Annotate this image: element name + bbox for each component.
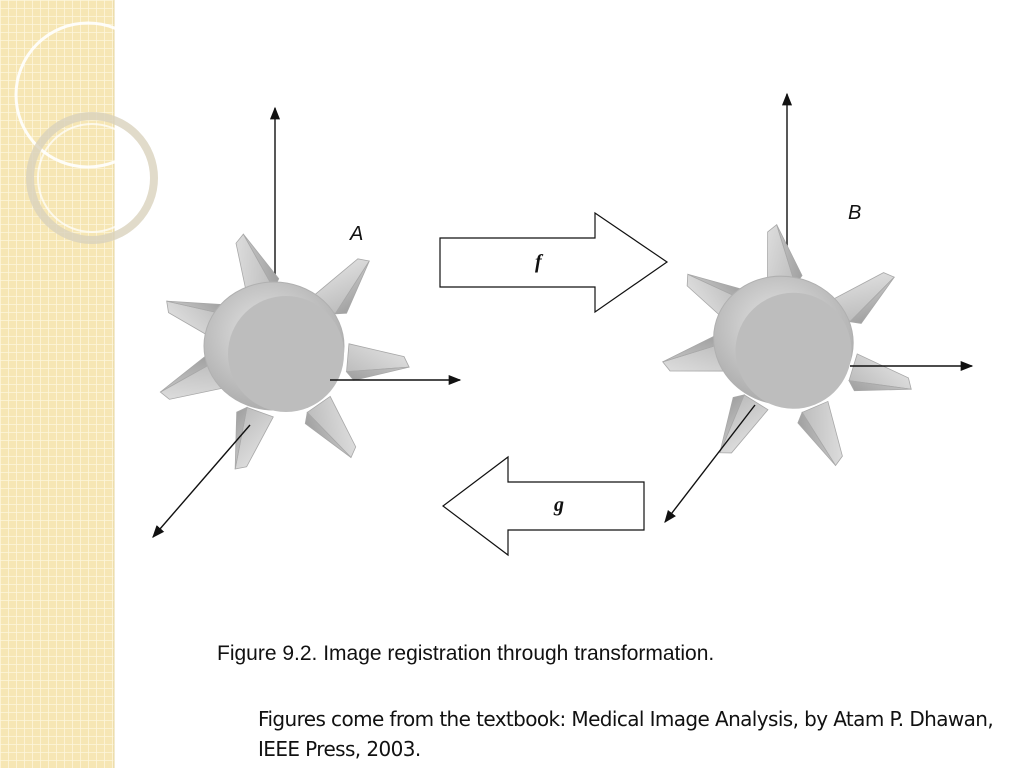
object-a-label: A bbox=[349, 223, 363, 245]
inverse-transform-arrow: g bbox=[442, 455, 645, 557]
object-a-y-axis bbox=[152, 424, 251, 538]
object-b-y-axis bbox=[664, 404, 756, 523]
object-a: A bbox=[152, 106, 462, 538]
forward-transform-label: f bbox=[535, 251, 544, 273]
forward-transform-arrow: f bbox=[439, 211, 669, 314]
object-b: B bbox=[639, 92, 974, 523]
decorative-side-strip bbox=[0, 0, 162, 768]
inverse-transform-label: g bbox=[553, 494, 564, 516]
figure-caption: Figure 9.2. Image registration through t… bbox=[217, 642, 715, 665]
source-note: Figures come from the textbook: Medical … bbox=[258, 707, 994, 761]
object-b-label: B bbox=[848, 202, 861, 224]
